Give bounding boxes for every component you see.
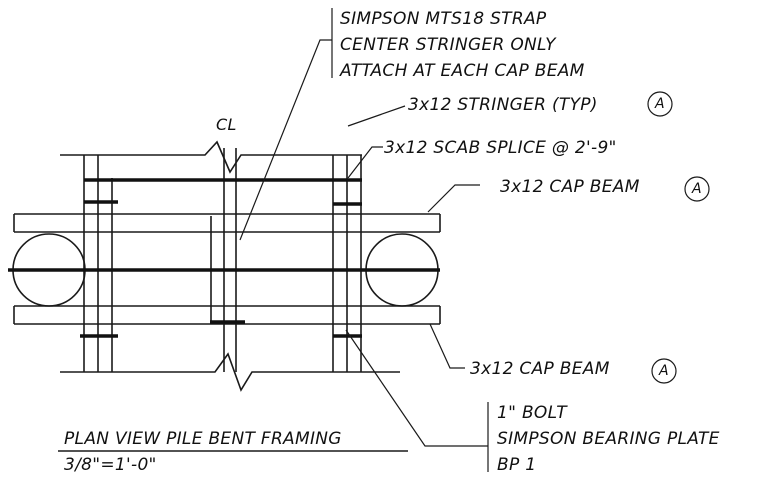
strap-note-line-1: SIMPSON MTS18 STRAP	[340, 9, 547, 29]
tag-a-circle-2	[684, 176, 710, 202]
drawing-title: PLAN VIEW PILE BENT FRAMING 3/8"=1'-0"	[58, 429, 408, 475]
stringer-note: 3x12 STRINGER (TYP)	[408, 95, 598, 115]
break-line-top	[60, 140, 362, 174]
bolt-note-line-3: BP 1	[497, 455, 536, 475]
stringer-right	[332, 155, 362, 372]
tag-a-circle-3	[651, 358, 677, 384]
cap-beam-top-note: 3x12 CAP BEAM	[500, 177, 640, 197]
title-main: PLAN VIEW PILE BENT FRAMING	[64, 429, 342, 449]
leader-bolt	[345, 329, 489, 472]
leader-scab	[347, 146, 383, 179]
cap-beam-top	[13, 213, 441, 233]
bolt-note-line-1: 1" BOLT	[497, 403, 568, 423]
break-line-bottom	[60, 352, 400, 392]
title-scale: 3/8"=1'-0"	[64, 455, 157, 475]
leader-stringer	[347, 105, 406, 127]
leader-cap-bottom	[429, 323, 465, 369]
strap-note-line-2: CENTER STRINGER ONLY	[340, 35, 557, 55]
tag-a-3: A	[658, 363, 669, 379]
tag-a-1: A	[654, 96, 665, 112]
cap-beam-bottom-note: 3x12 CAP BEAM	[470, 359, 610, 379]
bolt-note-line-2: SIMPSON BEARING PLATE	[497, 429, 720, 449]
leader-cap-top	[427, 184, 480, 213]
strap-note-line-3: ATTACH AT EACH CAP BEAM	[339, 61, 585, 81]
tag-a-circle-1	[647, 91, 673, 117]
cap-beam-bottom	[13, 305, 441, 325]
stringer-left	[83, 155, 113, 372]
leader-strap	[239, 8, 333, 241]
strap-note: SIMPSON MTS18 STRAP CENTER STRINGER ONLY…	[339, 9, 585, 81]
scab-note: 3x12 SCAB SPLICE @ 2'-9"	[384, 138, 617, 158]
tag-a-2: A	[691, 181, 702, 197]
bolt-note: 1" BOLT SIMPSON BEARING PLATE BP 1	[497, 403, 720, 475]
centerline-symbol: CL	[216, 115, 237, 134]
